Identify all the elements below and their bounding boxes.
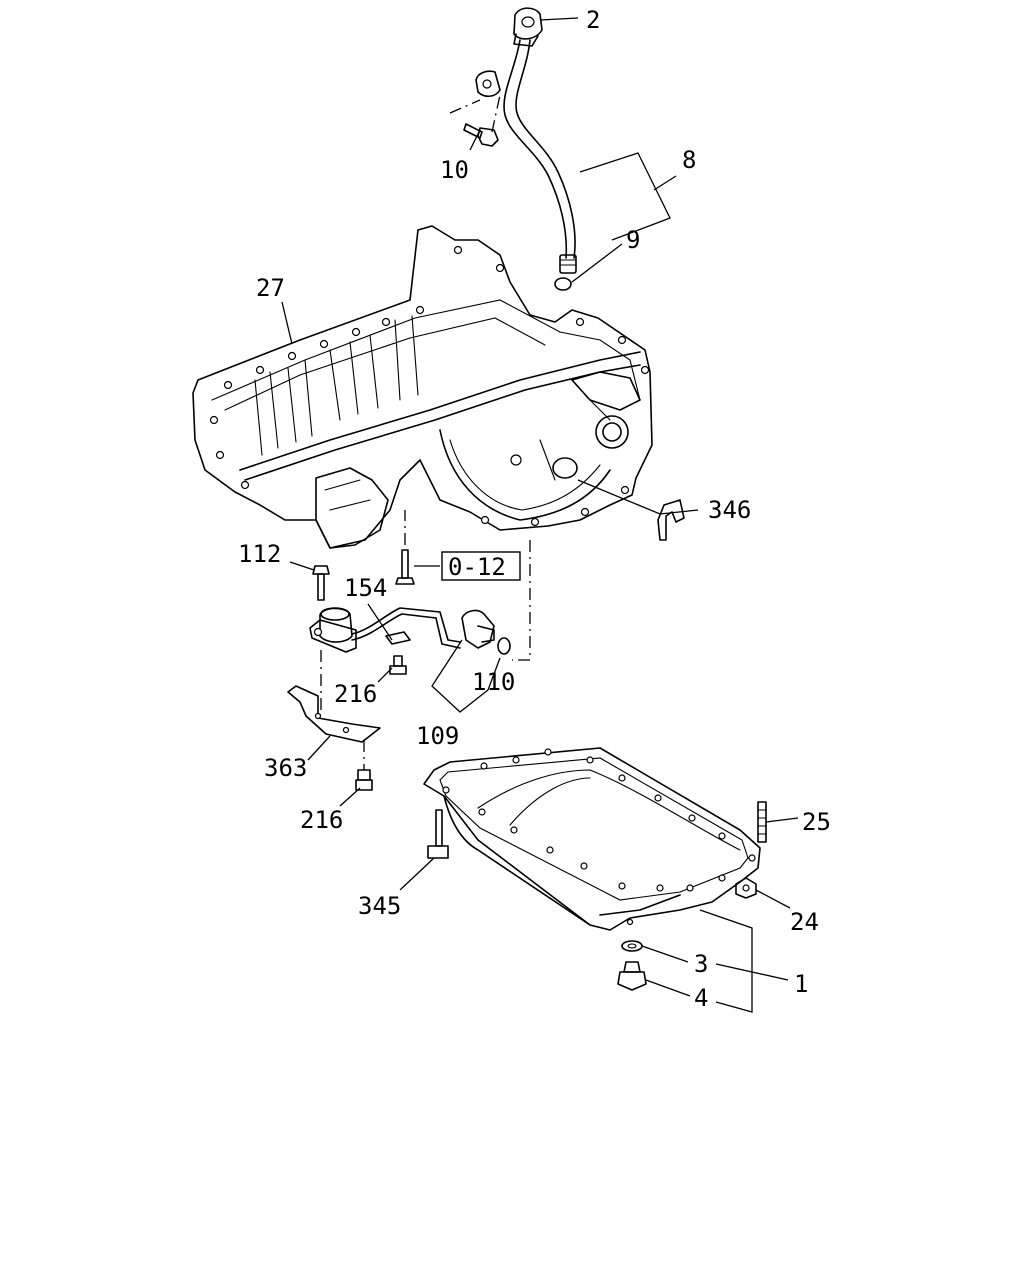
bolt-0-12 — [395, 510, 415, 585]
callout-4: 4 — [694, 984, 708, 1012]
callout-10: 10 — [440, 156, 469, 184]
callout-24: 24 — [790, 908, 819, 936]
callout-109: 109 — [416, 722, 459, 750]
bracket-346 — [657, 499, 685, 541]
dipstick-cap — [513, 7, 543, 47]
bolt-10 — [449, 94, 501, 147]
callout-216-b: 216 — [300, 806, 343, 834]
callout-363: 363 — [264, 754, 307, 782]
reference-box-label: 0-12 — [448, 553, 506, 581]
callout-345: 345 — [358, 892, 401, 920]
callout-27: 27 — [256, 274, 285, 302]
callout-3: 3 — [694, 950, 708, 978]
callout-346: 346 — [708, 496, 751, 524]
oil-pan-lower-1 — [423, 747, 761, 931]
callout-8: 8 — [682, 146, 696, 174]
o-ring-9 — [554, 277, 572, 291]
bolt-216-b — [355, 740, 373, 791]
callout-2: 2 — [586, 6, 600, 34]
bolt-112 — [312, 565, 330, 712]
bolt-216-a — [389, 655, 407, 675]
oil-level-sensor-109 — [309, 607, 495, 653]
bracket-363 — [287, 685, 381, 743]
callout-1: 1 — [794, 970, 808, 998]
o-ring-110 — [497, 637, 511, 655]
oil-pan-upper-27 — [192, 225, 653, 549]
callout-25: 25 — [802, 808, 831, 836]
bolt-345 — [427, 809, 449, 859]
dipstick-guide-tube — [475, 39, 577, 274]
callout-154: 154 — [344, 574, 387, 602]
nut-24 — [735, 877, 757, 899]
reference-box-0-12: 0-12 — [441, 551, 521, 581]
leader-lines — [281, 17, 799, 1013]
callout-216-a: 216 — [334, 680, 377, 708]
stud-25 — [757, 801, 767, 843]
drain-plug-4 — [617, 961, 647, 991]
drain-washer-3 — [621, 940, 643, 952]
callout-110: 110 — [472, 668, 515, 696]
callout-9: 9 — [626, 226, 640, 254]
callout-112: 112 — [238, 540, 281, 568]
